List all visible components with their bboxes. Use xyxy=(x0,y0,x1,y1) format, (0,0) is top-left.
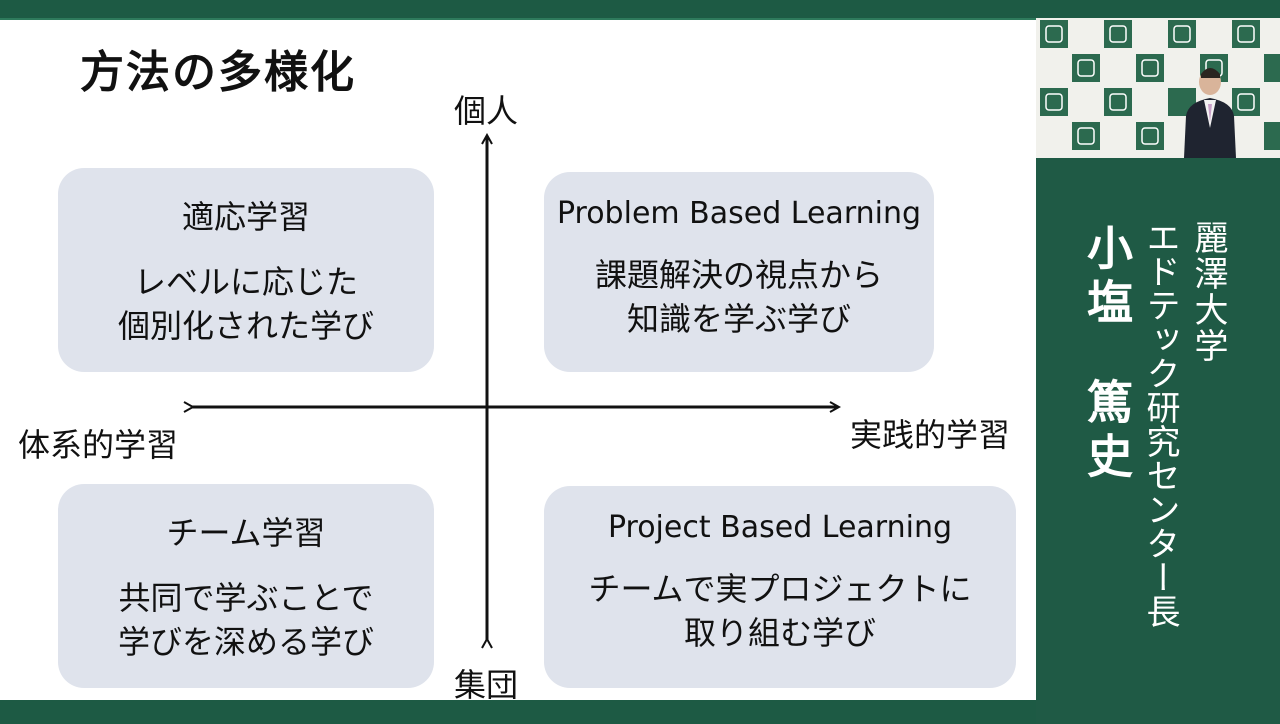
quadrant-body-line: チームで実プロジェクトに xyxy=(544,567,1016,611)
backdrop-pattern xyxy=(1036,18,1280,158)
axis-label-top: 個人 xyxy=(454,86,518,132)
speaker-given-name: 篤史 xyxy=(1074,378,1140,486)
quadrant-body-line: 取り組む学び xyxy=(544,611,1016,655)
speaker-position: エドテック研究センター長 xyxy=(1136,220,1185,628)
quadrant-box-adaptive: 適応学習 レベルに応じた 個別化された学び xyxy=(58,168,434,372)
quadrant-heading: 適応学習 xyxy=(58,192,434,238)
quadrant-body-line: 共同で学ぶことで xyxy=(58,576,434,620)
axis-label-left: 体系的学習 xyxy=(18,420,178,466)
quadrant-heading: チーム学習 xyxy=(58,508,434,554)
quadrant-heading: Project Based Learning xyxy=(544,510,1016,545)
quadrant-body-line: 個別化された学び xyxy=(58,304,434,348)
quadrant-box-team: チーム学習 共同で学ぶことで 学びを深める学び xyxy=(58,484,434,688)
speaker-surname: 小塩 xyxy=(1074,224,1140,332)
speaker-affiliation: 麗澤大学 xyxy=(1184,220,1233,364)
quadrant-body-line: 課題解決の視点から xyxy=(544,253,934,297)
quadrant-body-line: 学びを深める学び xyxy=(58,620,434,664)
axis-label-bottom: 集団 xyxy=(454,660,518,706)
speaker-video-feed xyxy=(1036,18,1280,158)
quadrant-body: レベルに応じた 個別化された学び xyxy=(58,260,434,348)
speaker-name-panel: 麗澤大学 エドテック研究センター長 小塩 篤史 xyxy=(1036,158,1280,724)
quadrant-heading: Problem Based Learning xyxy=(544,196,934,231)
quadrant-body: 課題解決の視点から 知識を学ぶ学び xyxy=(544,253,934,341)
axis-label-right: 実践的学習 xyxy=(850,410,1010,456)
quadrant-body-line: 知識を学ぶ学び xyxy=(544,297,934,341)
quadrant-body-line: レベルに応じた xyxy=(58,260,434,304)
quadrant-box-project-based: Project Based Learning チームで実プロジェクトに 取り組む… xyxy=(544,486,1016,688)
quadrant-body: 共同で学ぶことで 学びを深める学び xyxy=(58,576,434,664)
quadrant-box-problem-based: Problem Based Learning 課題解決の視点から 知識を学ぶ学び xyxy=(544,172,934,372)
quadrant-body: チームで実プロジェクトに 取り組む学び xyxy=(544,567,1016,655)
